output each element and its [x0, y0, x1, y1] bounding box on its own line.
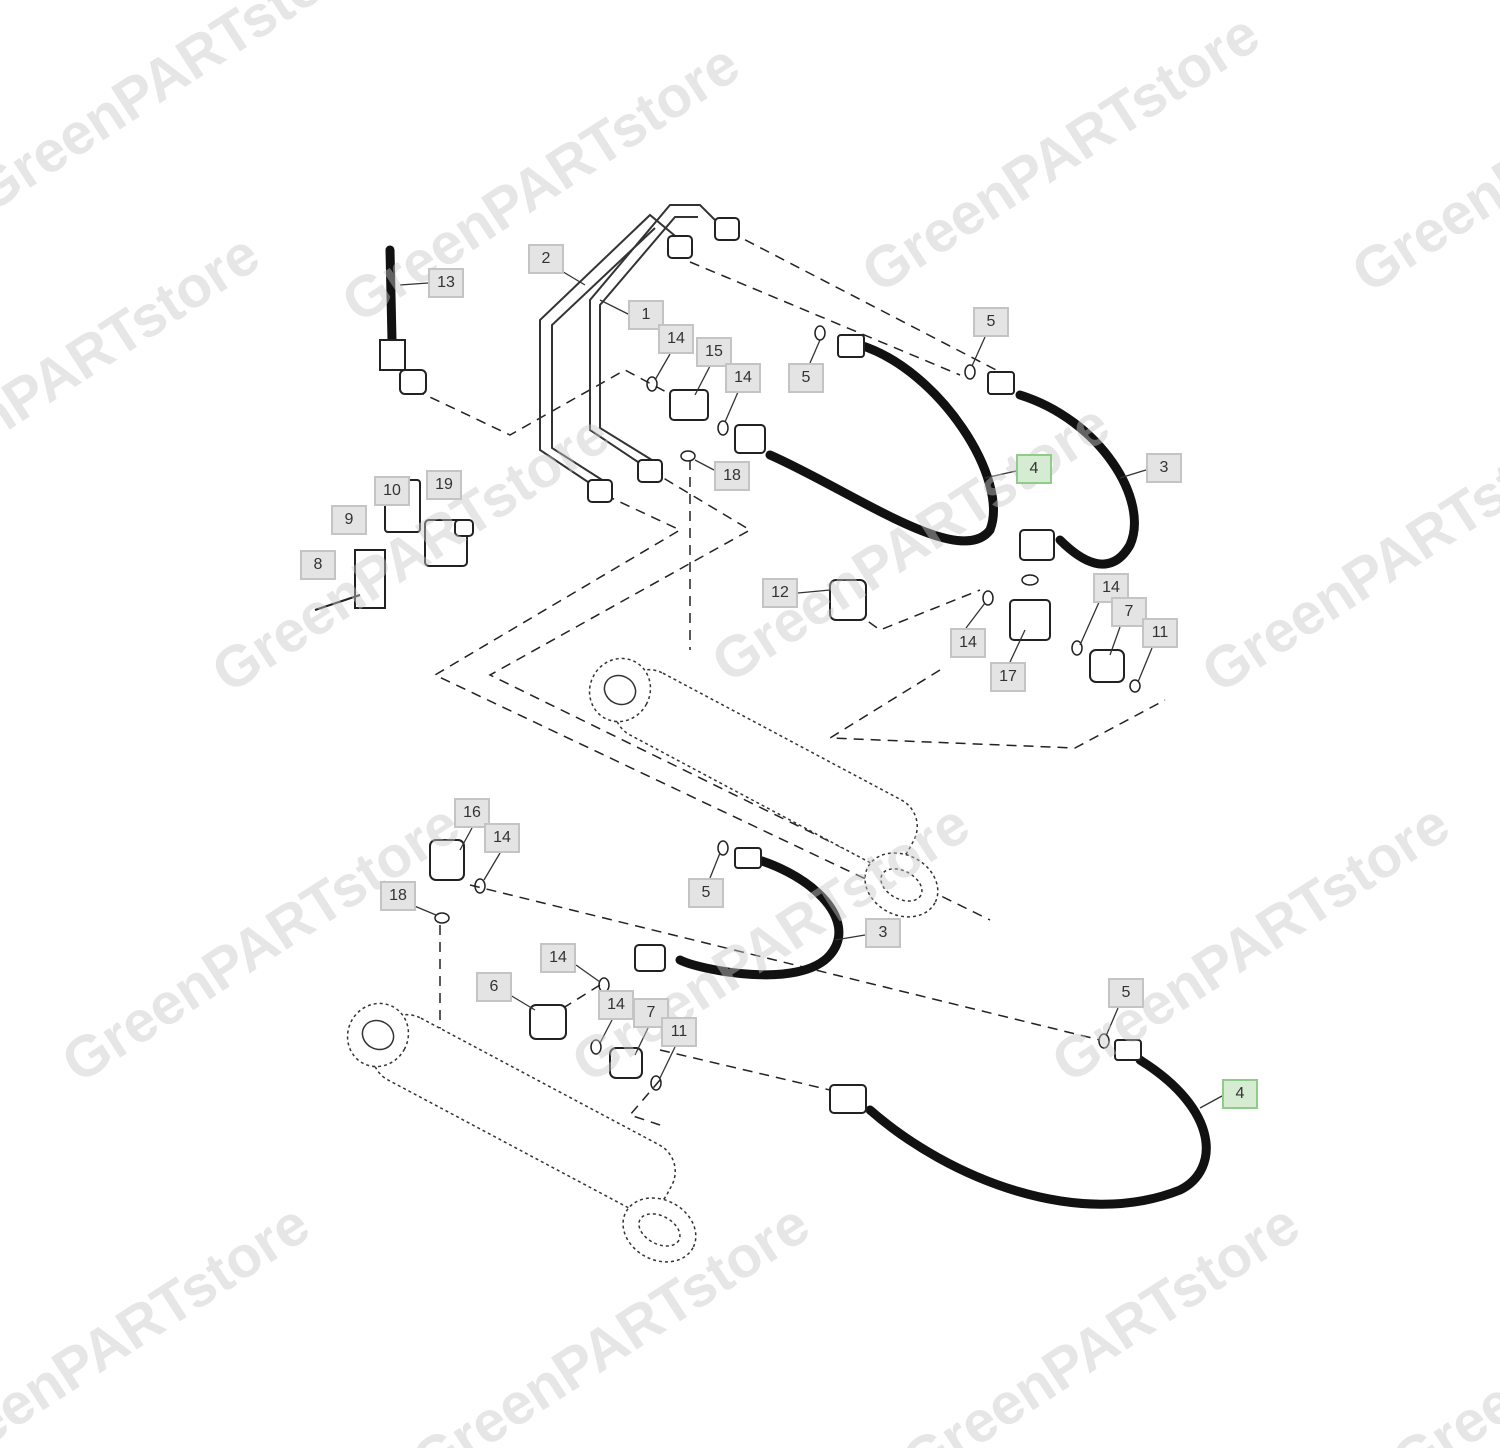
- callout-label-9: 9: [331, 505, 367, 535]
- callout-label-14: 14: [540, 943, 576, 973]
- o-rings: [434, 325, 1141, 1091]
- callout-label-14: 14: [658, 324, 694, 354]
- callout-label-6: 6: [476, 972, 512, 1002]
- callout-label-5: 5: [688, 878, 724, 908]
- callout-label-11: 11: [1142, 618, 1178, 648]
- callout-label-2: 2: [528, 244, 564, 274]
- callout-label-14: 14: [950, 628, 986, 658]
- cylinder-upper: [588, 657, 939, 918]
- callout-label-5: 5: [1108, 978, 1144, 1008]
- callout-label-13: 13: [428, 268, 464, 298]
- callout-label-5: 5: [788, 363, 824, 393]
- dashed-connection-lines: [414, 231, 1166, 1126]
- callout-label-18: 18: [714, 461, 750, 491]
- callout-label-7: 7: [1111, 597, 1147, 627]
- callout-label-14: 14: [484, 823, 520, 853]
- callout-label-14: 14: [725, 363, 761, 393]
- cylinder-lower: [346, 1002, 697, 1263]
- callout-label-12: 12: [762, 578, 798, 608]
- callout-label-5: 5: [973, 307, 1009, 337]
- callout-label-17: 17: [990, 662, 1026, 692]
- hoses: [385, 245, 1211, 1209]
- leader-lines: [399, 269, 1223, 1109]
- callout-label-19: 19: [426, 470, 462, 500]
- callout-label-4[interactable]: 4: [1222, 1079, 1258, 1109]
- callout-label-10: 10: [374, 476, 410, 506]
- callout-label-1: 1: [628, 300, 664, 330]
- callout-label-11: 11: [661, 1017, 697, 1047]
- callout-label-15: 15: [696, 337, 732, 367]
- callout-label-3: 3: [865, 918, 901, 948]
- callout-label-8: 8: [300, 550, 336, 580]
- callout-label-3: 3: [1146, 453, 1182, 483]
- fittings: [314, 217, 1142, 1114]
- steel-tubes: [539, 204, 726, 491]
- callout-label-16: 16: [454, 798, 490, 828]
- callout-label-14: 14: [598, 990, 634, 1020]
- callout-label-4[interactable]: 4: [1016, 454, 1052, 484]
- callout-label-18: 18: [380, 881, 416, 911]
